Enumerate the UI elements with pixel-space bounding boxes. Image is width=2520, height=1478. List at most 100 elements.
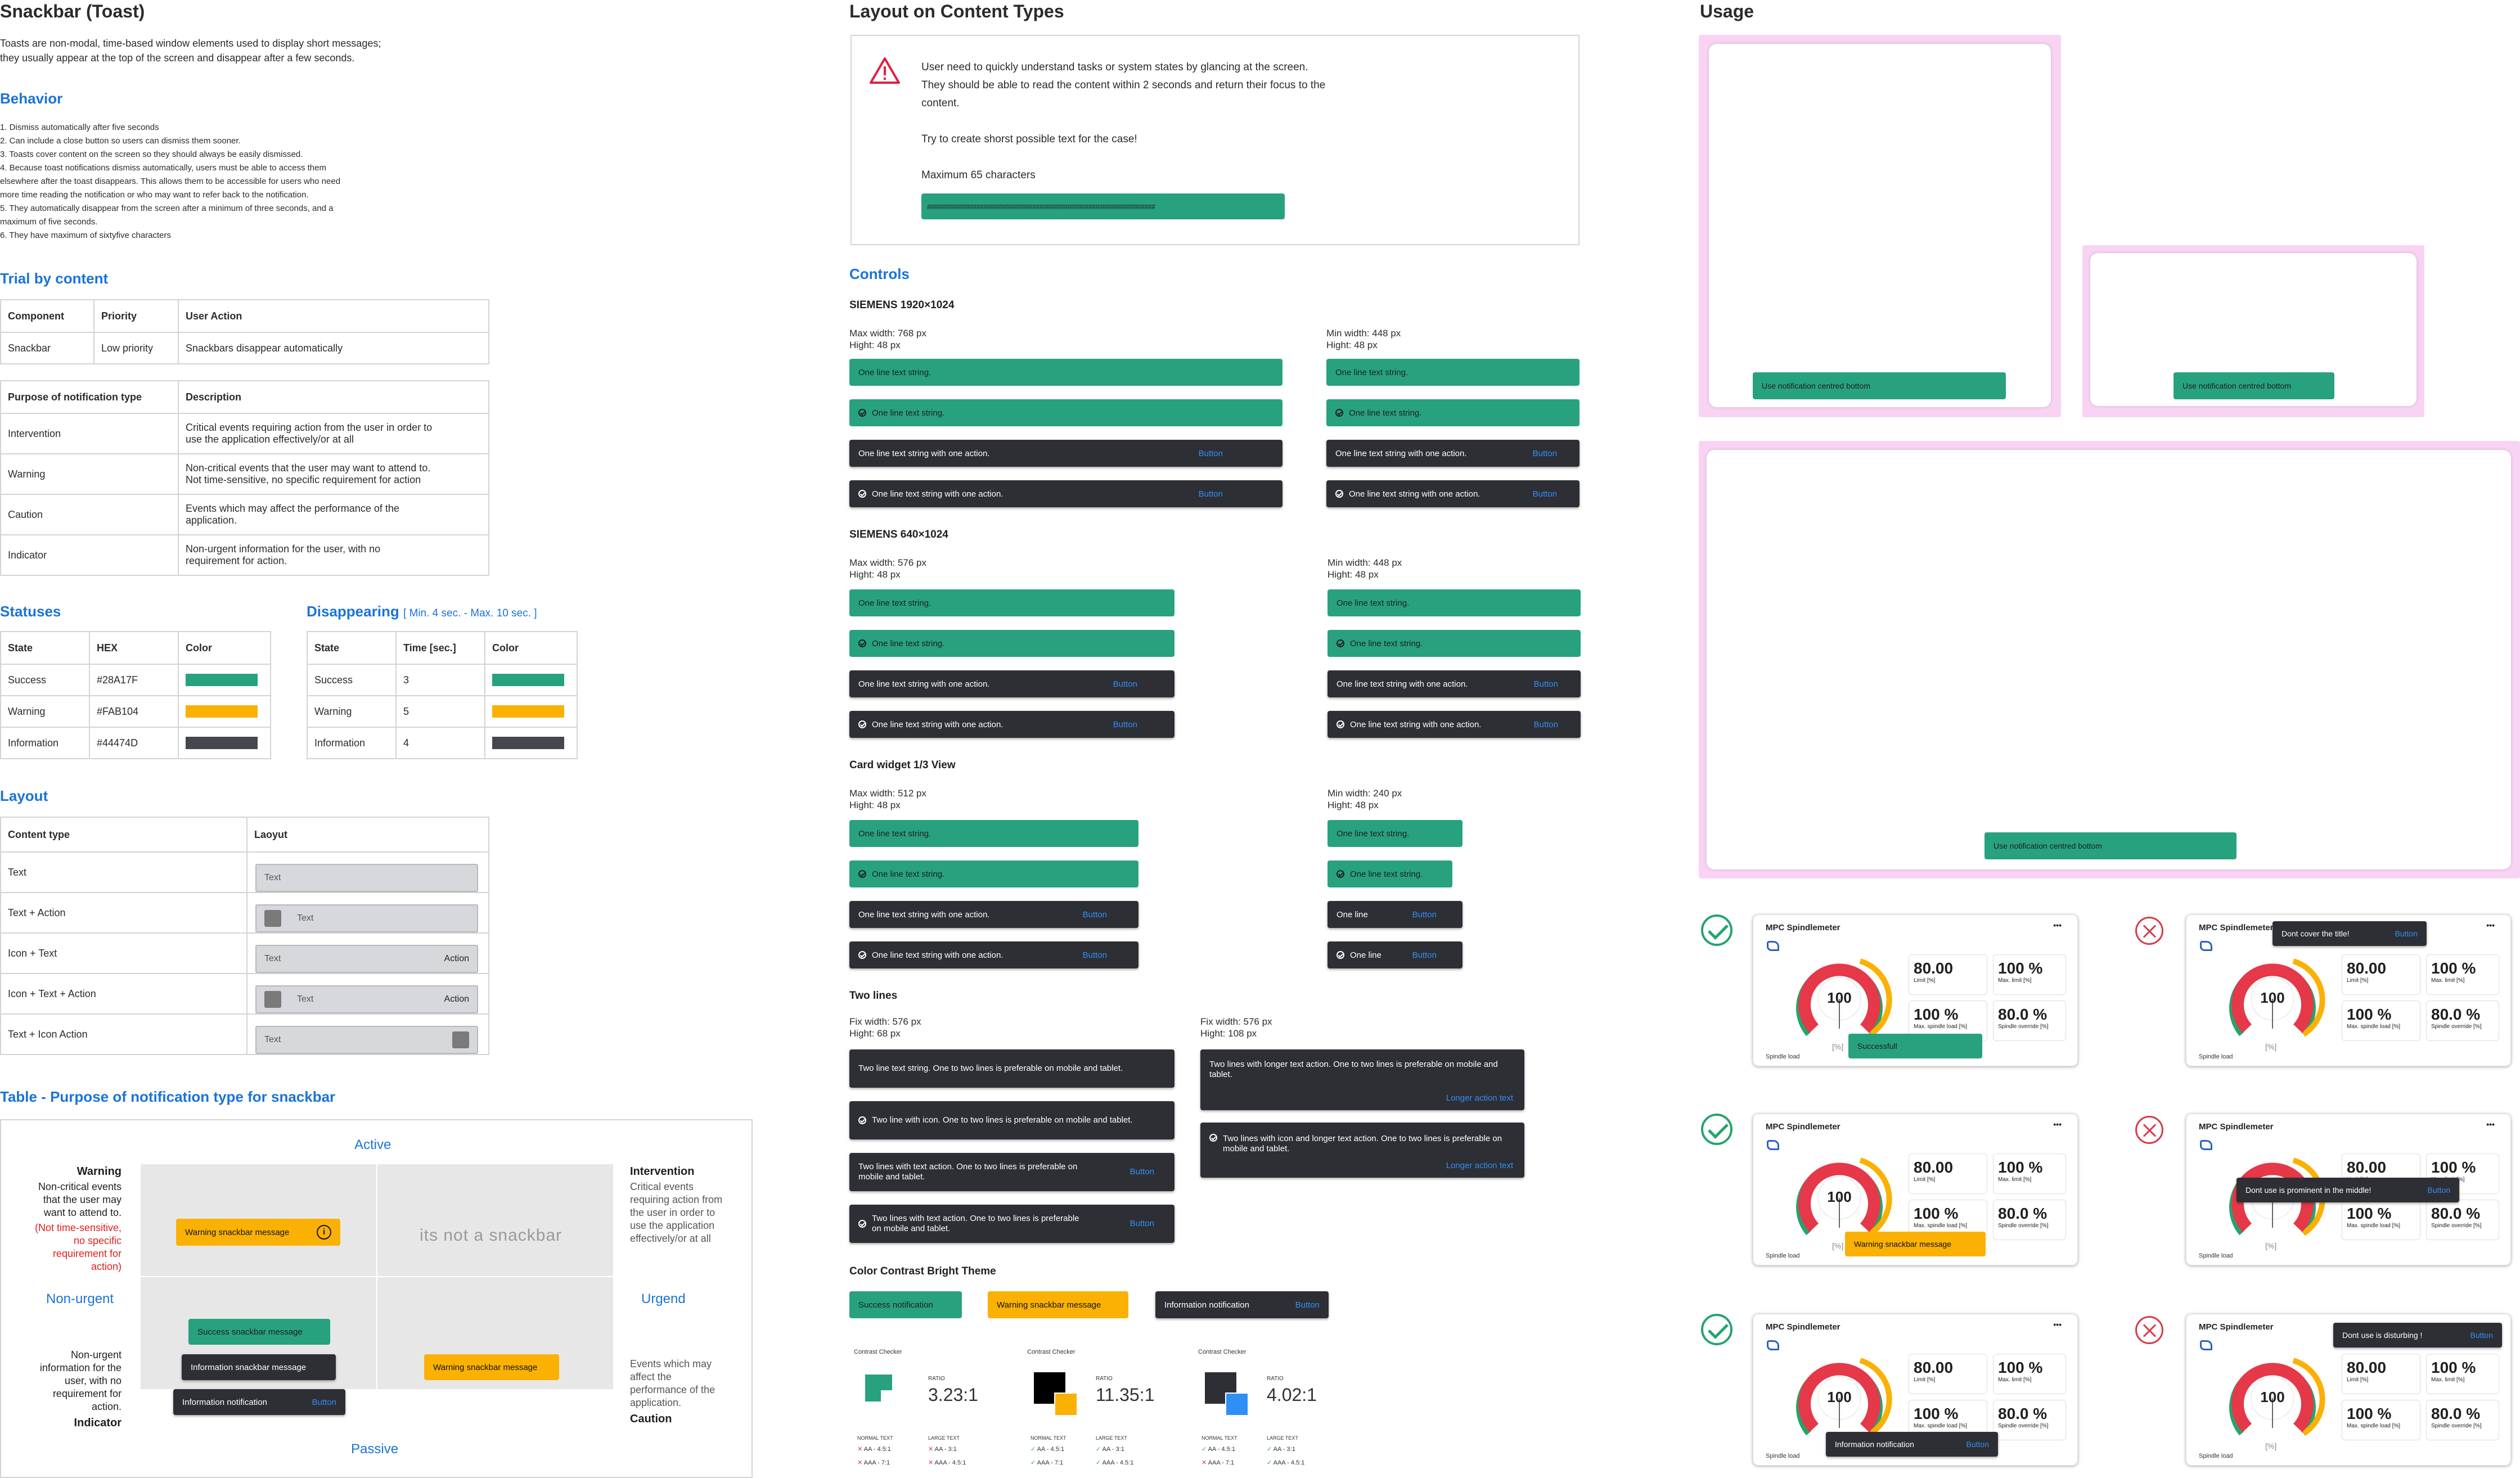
snackbar-button[interactable]: Button [1198,489,1223,499]
success-notification-sample: Success notification [849,1291,962,1318]
snackbar-button[interactable]: Button [1113,719,1137,729]
more-icon[interactable]: ••• [2486,1120,2495,1129]
snackbar-cardr-icon-text: One line text string. [1328,860,1452,887]
check-circle-icon [858,1220,866,1228]
information-swatch [492,737,564,750]
success-swatch [492,674,564,687]
more-icon[interactable]: ••• [2053,921,2062,930]
axis-passive: Passive [351,1441,399,1457]
more-icon[interactable]: ••• [2486,921,2495,930]
spindle-load-label: Spindle load [1766,1252,1800,1259]
spindle-icon [2200,1140,2212,1150]
snackbar-cardr-text: One line text string. [1328,820,1462,847]
more-icon[interactable]: ••• [2053,1120,2062,1129]
matrix-information-snackbar: Information snackbar message [182,1354,336,1380]
gauge-value: 100 [2260,1389,2285,1405]
layout-sample-text: Text [255,864,478,892]
page-title: Snackbar (Toast) [0,1,145,21]
snackbar-button[interactable]: Button [1082,950,1107,960]
check-circle-icon [858,409,866,417]
snackbar-button[interactable]: Button [1412,909,1437,920]
snackbar-s1-icon-action: One line text string with one action.But… [849,480,1282,507]
notice-text: User need to quickly understand tasks or… [921,61,1326,181]
check-circle-icon [858,1116,866,1124]
warning-snackbar-sample: Warning snackbar message [988,1291,1128,1318]
siemens-1920-label: SIEMENS 1920×1024 [849,299,955,311]
max-limit-tile: 100 %Max. limit [%] [2426,1354,2499,1394]
snackbar-button[interactable]: Button [1532,489,1557,499]
cross-circle-icon [2135,1116,2163,1144]
layout-sample-text-icon-action: Text [255,1026,478,1054]
snackbar-button[interactable]: Button [1130,1167,1154,1177]
check-circle-icon [858,720,866,728]
matrix-action-button[interactable]: Button [312,1397,336,1407]
axis-nonurgent: Non-urgent [46,1291,114,1306]
snackbar-s2-action: One line text string with one action.But… [849,670,1174,697]
widget-title: MPC Spindlemeter [1766,923,1840,932]
spindle-icon [1767,1340,1779,1350]
usage-snackbar-large: Use notification centred bottom [1753,372,2006,399]
spindle-override-tile: 80.0 %Spindle override [%] [2426,1001,2499,1041]
snackbar-s2-icon-action: One line text string with one action.But… [849,711,1174,738]
longer-action-button[interactable]: Longer action text [1446,1093,1513,1103]
longer-action-button[interactable]: Longer action text [1446,1161,1513,1170]
snackbar-button[interactable]: Button [1113,679,1137,689]
snackbar-button[interactable]: Button [1082,909,1107,920]
info-icon[interactable]: i [317,1225,331,1240]
spindle-override-tile: 80.0 %Spindle override [%] [2426,1400,2499,1440]
widget-title: MPC Spindlemeter [2199,923,2274,932]
snackbar-s1-action: One line text string with one action.But… [849,440,1282,467]
snackbar-button[interactable]: Button [1198,448,1223,458]
gauge-unit: [%] [2265,1441,2277,1450]
spindle-override-tile: 80.0 %Spindle override [%] [1993,1001,2066,1041]
snackbar-button[interactable]: Button [1533,719,1558,729]
spindle-load-label: Spindle load [1766,1053,1800,1060]
snackbar-s2-text: One line text string. [849,589,1174,616]
spindle-override-tile: 80.0 %Spindle override [%] [1993,1200,2066,1240]
snackbar-button[interactable]: Button [1966,1440,1989,1449]
snackbar-s1r-text: One line text string. [1326,359,1580,386]
spindle-icon [1767,1140,1779,1150]
spindle-load-label: Spindle load [2199,1252,2233,1259]
controls-heading: Controls [849,265,910,282]
cross-circle-icon [2135,1316,2163,1344]
contrast-checker-1: Contrast Checker RATIO 3.23:1 NORMAL TEX… [854,1349,978,1466]
matrix-frame [0,1119,753,1478]
card-widget-label: Card widget 1/3 View [849,759,956,771]
spindle-gauge [2229,958,2325,1037]
more-icon[interactable]: ••• [2053,1320,2062,1329]
snackbar-button[interactable]: Button [2427,1186,2450,1195]
snackbar-button[interactable]: Button [1130,1219,1154,1228]
check-circle-icon [1336,720,1344,728]
snackbar-two-line-icon-long-action: Two lines with icon and longer text acti… [1200,1123,1524,1178]
snackbar-button[interactable]: Button [2395,929,2418,938]
spindle-icon [2200,941,2212,951]
snackbar-button[interactable]: Button [1295,1300,1320,1310]
gauge-value: 100 [1827,1188,1852,1205]
snackbar-button[interactable]: Button [1412,950,1437,960]
check-circle-icon [858,951,866,959]
snackbar-button[interactable]: Button [2470,1331,2493,1340]
spindle-override-tile: 80.0 %Spindle override [%] [1993,1400,2066,1440]
matrix-warning-snackbar-2: Warning snackbar message [424,1354,559,1380]
siemens-640-label: SIEMENS 640×1024 [849,529,948,540]
snackbar-button[interactable]: Button [1532,448,1557,458]
layout-sample-text-action: Text [255,904,478,932]
statuses-heading: Statuses [0,603,61,620]
snackbar-button[interactable]: Button [1533,679,1558,689]
